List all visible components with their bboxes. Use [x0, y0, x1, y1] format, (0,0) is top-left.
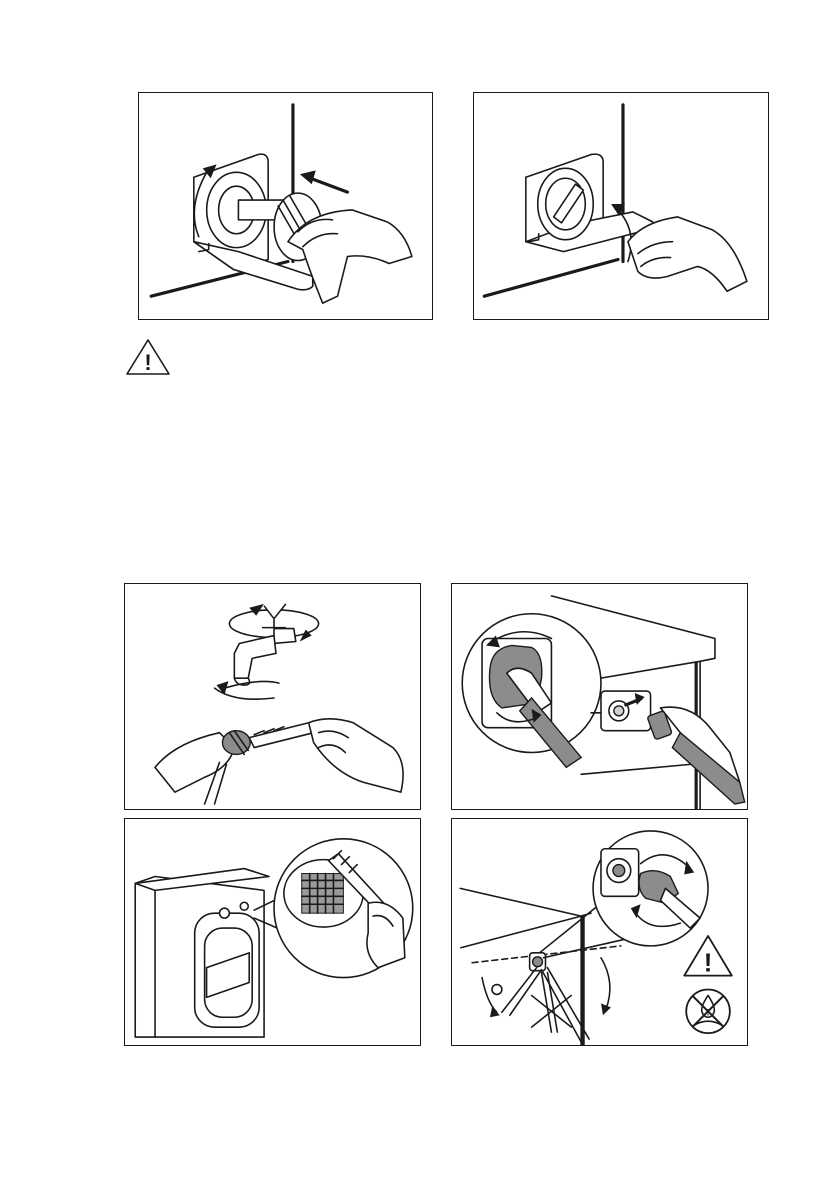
- water-tap-icon: [125, 584, 420, 809]
- drain-pump-filter-icon: [139, 93, 432, 319]
- service-flap-icon: [474, 93, 768, 319]
- warning-symbol-small: !: [704, 950, 713, 978]
- no-water-leak-icon: !: [686, 989, 730, 1033]
- illustration-inlet-hose-refit: ! !: [451, 818, 748, 1046]
- illustration-pump-filter-remove: [138, 92, 433, 320]
- illustration-inlet-hose-unscrew: [451, 583, 748, 810]
- inlet-hose-refit-icon: ! !: [452, 819, 747, 1045]
- warning-symbol: !: [144, 350, 151, 375]
- illustration-inlet-valve-filter-clean: [124, 818, 421, 1046]
- inlet-hose-icon: [452, 584, 747, 809]
- illustration-tap-filter-clean: [124, 583, 421, 810]
- illustration-pump-flap-close: [473, 92, 769, 320]
- warning-triangle-icon: !: [125, 338, 171, 376]
- warning-triangle-icon: !: [684, 936, 732, 978]
- inlet-filter-brush-icon: [125, 819, 420, 1045]
